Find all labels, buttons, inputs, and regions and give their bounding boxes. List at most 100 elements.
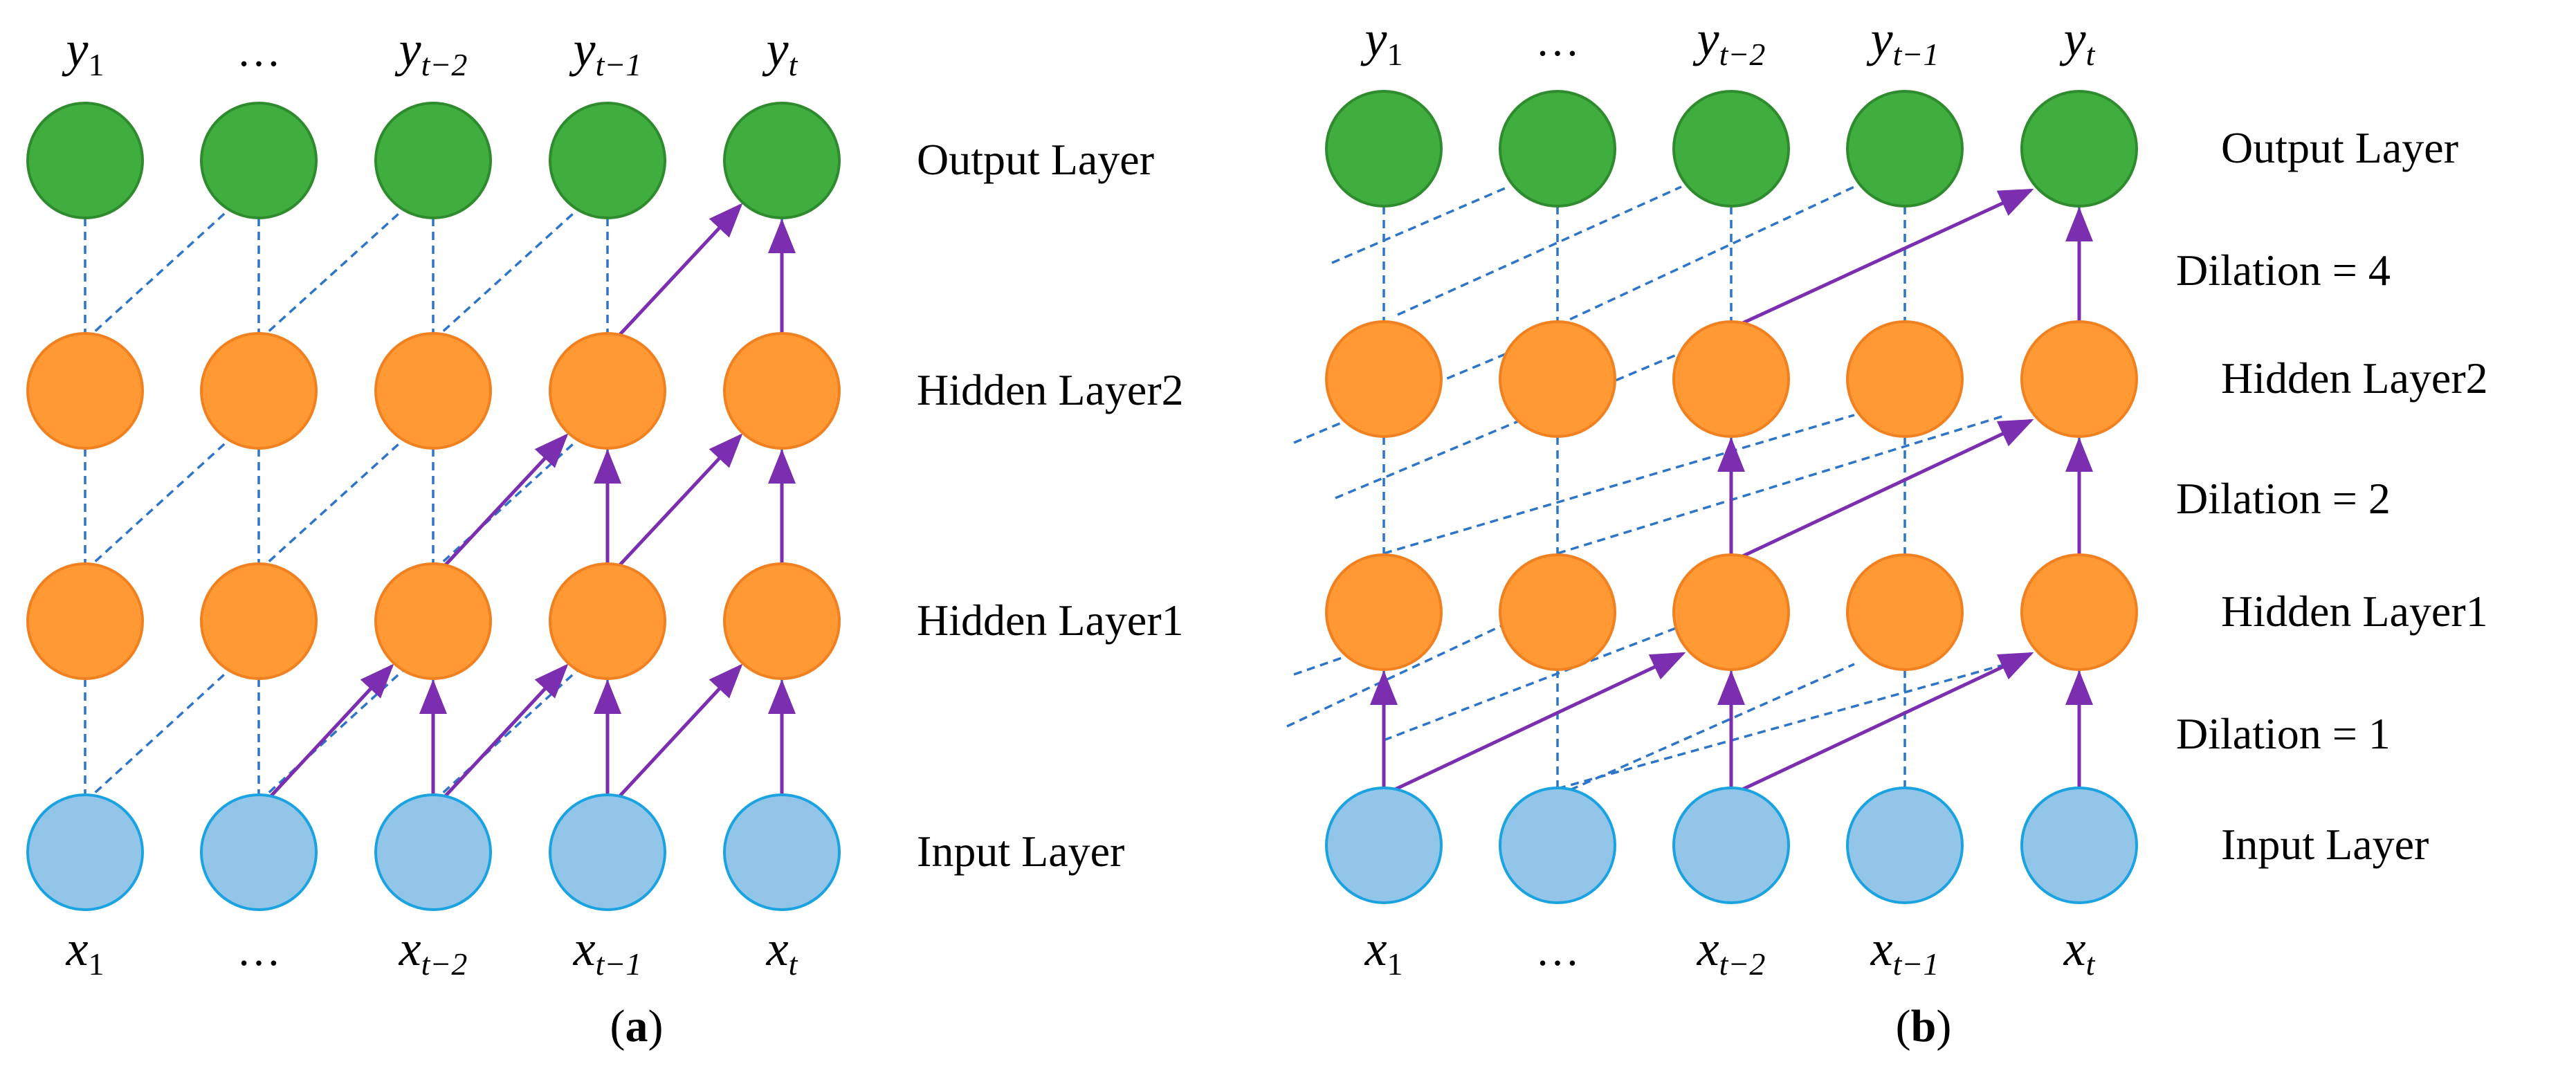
hidden1-node [723,562,841,680]
output-node [26,102,144,219]
dashed-link [257,667,407,803]
output-var-label: yt−1 [1866,11,1939,72]
panel-caption: (b) [1896,1001,1952,1051]
hidden1-node [1846,553,1964,671]
dilation-label: Dilation = 4 [2176,246,2391,295]
layer-label: Hidden Layer2 [917,365,1184,414]
hidden1-node [200,562,318,680]
output-var-label: yt [762,21,798,82]
dashed-link [432,437,581,572]
input-var-label: xt [2063,921,2096,982]
input-node [374,793,492,911]
dashed-link [84,437,232,572]
dashed-link [1335,351,1682,499]
nodes [26,102,841,911]
output-var-label: yt−1 [569,21,642,82]
hidden2-node [1846,320,1964,438]
input-node [200,793,318,911]
hidden2-node [26,332,144,450]
arrow [1737,652,2034,793]
hidden2-node [2020,320,2138,438]
output-var-label: y1 [62,21,104,82]
hidden1-node [1672,553,1790,671]
input-var-label: x1 [66,921,104,982]
panel-caption: (a) [610,1001,664,1051]
output-var-label: y1 [1360,11,1403,72]
input-var-label: xt−1 [573,921,642,982]
dashed-link [1557,185,1855,327]
hidden1-node [1499,553,1616,671]
hidden2-node [374,332,492,450]
layer-label: Input Layer [2221,820,2429,869]
layer-label: Hidden Layer1 [2221,587,2488,636]
input-node [1846,787,1964,904]
output-node [549,102,666,219]
output-node [374,102,492,219]
arrow [1737,419,2034,560]
dashed-link [84,206,232,342]
output-node [2020,90,2138,208]
dilation-label: Dilation = 1 [2176,709,2391,758]
input-var-label: xt−1 [1870,921,1939,982]
dilation-label: Dilation = 2 [2176,474,2391,523]
nodes [1325,90,2138,904]
arrow [613,433,743,572]
arrow [439,433,569,572]
diagonal-dashed-links [84,206,581,803]
input-node [26,793,144,911]
dashed-link [1397,185,1682,316]
input-var-label: xt [766,921,798,982]
arrow [1737,188,2034,327]
output-var-label: yt−2 [1692,11,1766,72]
dashed-link [257,437,407,572]
output-node [1325,90,1443,208]
layer-label: Input Layer [917,827,1124,876]
arrow [264,663,394,803]
hidden1-node [26,562,144,680]
layer-label: Output Layer [917,135,1154,184]
receptive-field-arrows [264,203,796,803]
output-node [1672,90,1790,208]
hidden2-node [549,332,666,450]
hidden1-node [1325,553,1443,671]
dashed-link [432,667,581,803]
output-node [1846,90,1964,208]
dashed-link [257,206,407,342]
hidden1-node [374,562,492,680]
hidden1-node [2020,553,2138,671]
output-node [200,102,318,219]
receptive-field-arrows [1370,188,2093,793]
input-node [723,793,841,911]
input-var-label: … [1535,926,1580,975]
dashed-link [1331,185,1509,264]
hidden2-node [723,332,841,450]
input-node [2020,787,2138,904]
input-var-label: … [237,926,281,975]
output-var-label: … [1535,16,1580,65]
hidden1-node [549,562,666,680]
dashed-link [1557,414,2007,555]
output-node [1499,90,1616,208]
output-var-label: yt [2059,11,2096,72]
input-node [1672,787,1790,904]
hidden2-node [1672,320,1790,438]
arrow [613,203,743,342]
output-var-label: yt−2 [394,21,468,82]
input-node [1499,787,1616,904]
input-var-label: xt−2 [1697,921,1766,982]
input-var-label: xt−2 [399,921,468,982]
arrow [439,663,569,803]
dashed-link [432,206,581,342]
hidden2-node [200,332,318,450]
layer-label: Hidden Layer1 [917,596,1184,645]
hidden2-node [1325,320,1443,438]
hidden2-node [1499,320,1616,438]
input-var-label: x1 [1364,921,1403,982]
dashed-link [1557,663,2007,790]
arrow [613,663,743,803]
layer-label: Hidden Layer2 [2221,353,2488,403]
dashed-link [1383,414,1855,555]
input-node [1325,787,1443,904]
